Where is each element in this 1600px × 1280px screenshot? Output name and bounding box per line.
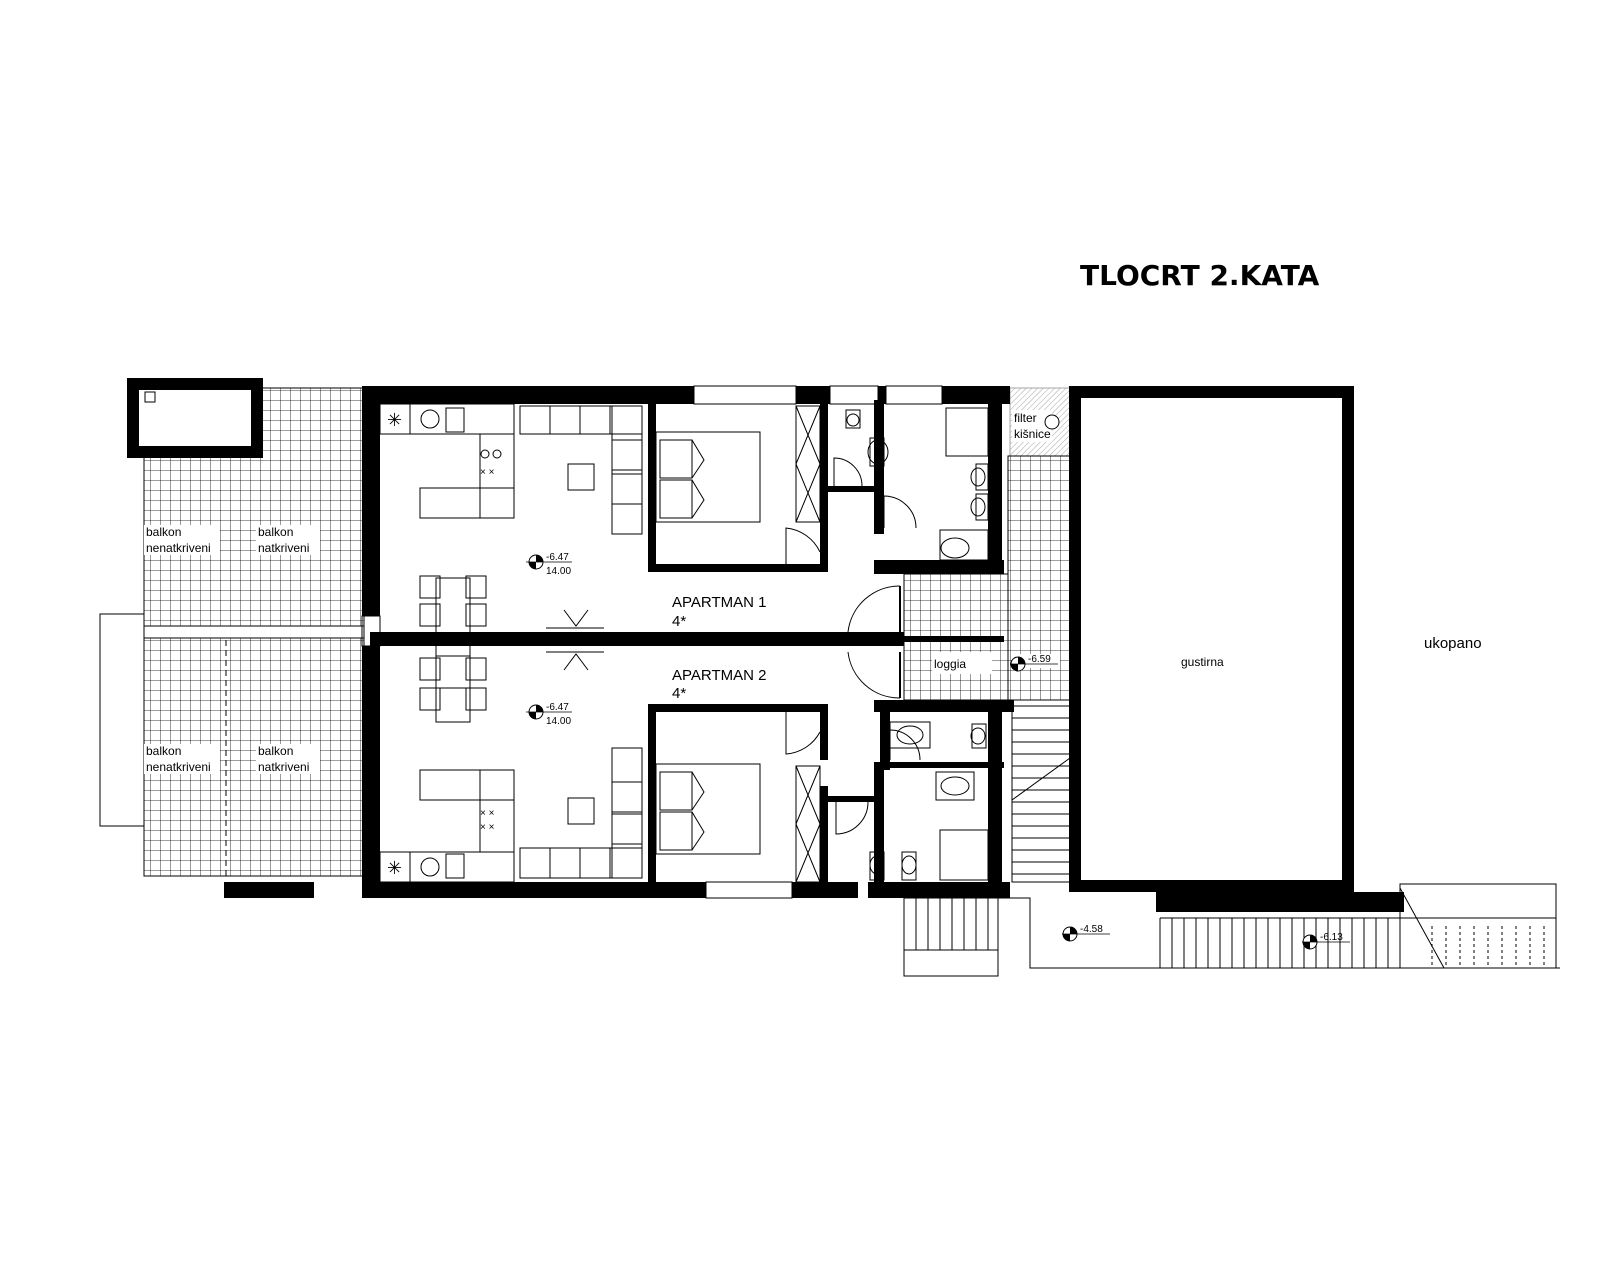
- chimney-small-square: [144, 391, 156, 403]
- svg-text:× ×: × ×: [480, 467, 495, 478]
- level-stairs-value: -6.13: [1320, 932, 1343, 943]
- level-apt2-value: -6.47: [546, 702, 569, 713]
- filter-label-2: kišnice: [1014, 427, 1051, 441]
- cistern: gustirna ukopano: [1069, 386, 1482, 912]
- cistern-label: gustirna: [1181, 655, 1224, 669]
- balcony-label-covered-2a: balkon: [258, 744, 293, 758]
- level-marker-apt1: -6.47 14.00: [526, 552, 572, 577]
- apartment1-name: APARTMAN 1: [672, 594, 766, 611]
- drawing-title: TLOCRT 2.KATA: [1080, 259, 1320, 292]
- svg-text:× ×: × ×: [480, 808, 495, 819]
- svg-text:✳: ✳: [387, 858, 402, 878]
- balcony-label-covered-2b: natkriveni: [258, 760, 309, 774]
- balcony-planter: [99, 613, 145, 827]
- level-loggia-value: -6.59: [1028, 654, 1051, 665]
- balcony-label-uncovered-2b: nenatkriveni: [146, 760, 211, 774]
- kitchen-apt2: ✳ × × × ×: [379, 655, 643, 883]
- svg-text:✳: ✳: [387, 410, 402, 430]
- level-marker-apt2: -6.47 14.00: [526, 702, 572, 727]
- svg-text:× ×: × ×: [480, 822, 495, 833]
- apartment2-name: APARTMAN 2: [672, 667, 766, 684]
- level-markers: -6.47 14.00 -6.47 14.00 -6.59 -4.58: [526, 552, 1350, 950]
- balcony-label-covered-1a: balkon: [258, 525, 293, 539]
- rain-filter: filter kišnice: [1009, 387, 1073, 457]
- bathroom-apt2: [835, 721, 989, 881]
- label-bg-4: [256, 744, 320, 774]
- balcony-label-uncovered-2a: balkon: [146, 744, 181, 758]
- level-apt2-area: 14.00: [546, 716, 571, 727]
- level-apt1-area: 14.00: [546, 566, 571, 577]
- level-marker-entrance: -4.58: [1062, 924, 1110, 942]
- balcony-label-uncovered-1b: nenatkriveni: [146, 541, 211, 555]
- level-marker-loggia: -6.59: [1010, 654, 1060, 672]
- stairs: [903, 705, 1560, 977]
- label-bg-3: [144, 744, 220, 774]
- bedroom-apt1: [655, 405, 821, 570]
- filter-label-1: filter: [1014, 411, 1037, 425]
- apartment-walls: [362, 386, 1014, 898]
- windows: [361, 385, 943, 899]
- apartment-labels: APARTMAN 1 4* APARTMAN 2 4*: [546, 594, 766, 702]
- bathroom-apt1: [833, 407, 989, 561]
- apartment1-rating: 4*: [672, 613, 686, 630]
- level-entrance-value: -4.58: [1080, 924, 1103, 935]
- apartment2-rating: 4*: [672, 685, 686, 702]
- label-bg-1: [144, 525, 220, 555]
- level-marker-stairs: -6.13: [1302, 932, 1350, 950]
- buried-label: ukopano: [1424, 635, 1482, 652]
- level-apt1-value: -6.47: [546, 552, 569, 563]
- label-bg-2: [256, 525, 320, 555]
- chimney-block: [127, 378, 263, 458]
- balcony-label-uncovered-1a: balkon: [146, 525, 181, 539]
- balcony-wall-top: [140, 388, 260, 454]
- balcony-divider-band: [143, 625, 365, 639]
- balcony-bottom-wall: [224, 882, 314, 898]
- kitchen-apt1: ✳ × ×: [379, 403, 643, 689]
- bedroom-apt2: [655, 712, 821, 883]
- balconies: balkon nenatkriveni balkon natkriveni ba…: [99, 378, 365, 898]
- loggia-label: loggia: [934, 657, 966, 671]
- balcony-label-covered-1b: natkriveni: [258, 541, 309, 555]
